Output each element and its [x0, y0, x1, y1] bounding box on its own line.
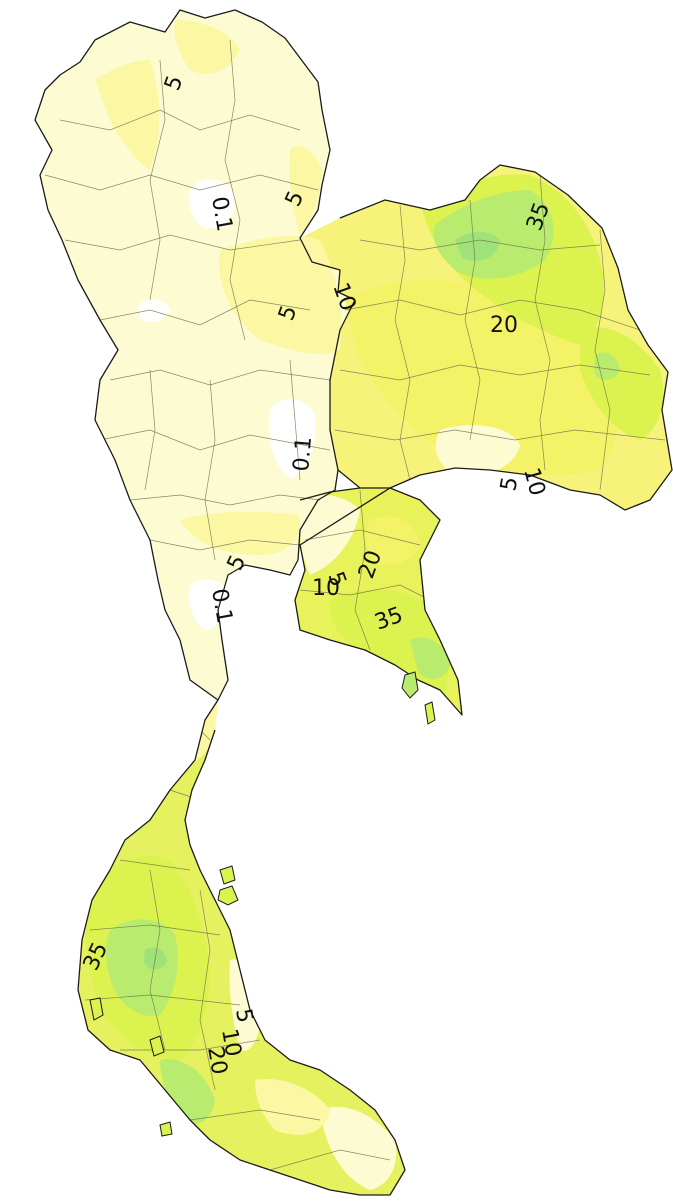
contour-north-5-top: [174, 20, 240, 74]
contour-central-01: [269, 399, 316, 478]
province-borders: [44, 39, 666, 1171]
contour-central-north-band: [219, 235, 342, 355]
island-andaman-1: [89, 997, 104, 1021]
contour-south-10: [255, 1079, 330, 1135]
contour-label: 20: [490, 313, 518, 338]
contour-north-right-edge: [289, 146, 322, 235]
contour-south-tip-5: [320, 1106, 397, 1190]
island-andaman-2: [149, 1035, 165, 1057]
contour-bangkok-5: [180, 511, 301, 555]
country-outline: [34, 9, 673, 1196]
contour-label: 10: [216, 1027, 245, 1059]
contour-east-high: [410, 637, 450, 680]
island-east-1: [401, 671, 419, 699]
contour-east-20: [366, 516, 420, 565]
contour-label: 20: [202, 1045, 231, 1077]
island-gulf-2: [217, 885, 239, 906]
contour-label: 5: [496, 475, 523, 493]
island-east-2: [424, 701, 436, 725]
rainfall-contours: [85, 20, 664, 1190]
contour-label: 0.1: [289, 435, 317, 472]
contour-label: 0.1: [206, 195, 237, 234]
contour-label: 5: [230, 1007, 257, 1025]
contour-label: 0.1: [206, 587, 237, 626]
contour-east-5: [299, 494, 360, 575]
contour-north-01-small: [138, 298, 170, 323]
contour-northeast-peak: [455, 231, 500, 261]
contour-south-coast-high: [160, 1059, 215, 1124]
islands: [89, 671, 436, 1137]
contour-west-01: [188, 579, 228, 630]
south-region: [78, 700, 405, 1195]
contour-south-high: [106, 919, 178, 1016]
island-gulf-1: [219, 865, 236, 885]
contour-north-5-band: [95, 60, 160, 170]
contour-north-01: [188, 179, 236, 229]
contour-label: 10: [312, 576, 340, 601]
island-andaman-3: [159, 1121, 173, 1137]
